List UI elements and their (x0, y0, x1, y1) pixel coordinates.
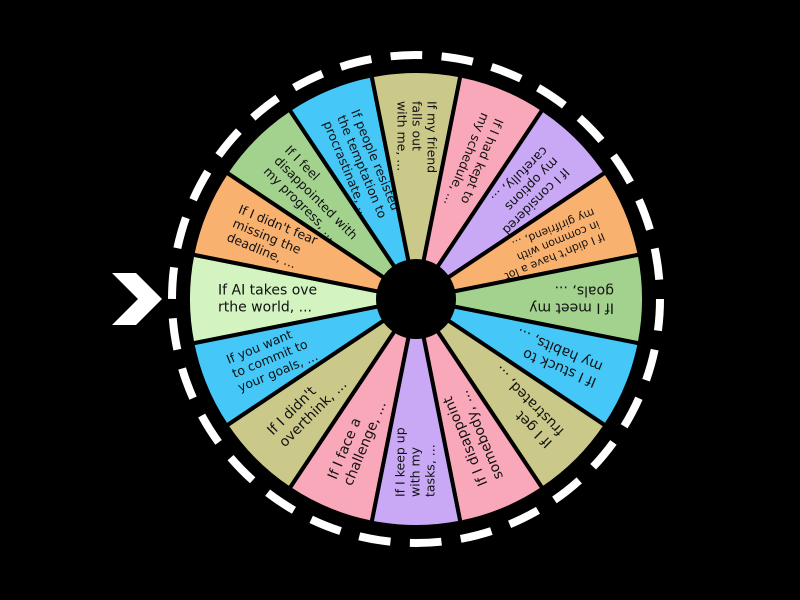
wheel-segment-label-line: If AI takes ove (218, 283, 317, 299)
wheel-segment-label-line: with me, ... (395, 101, 410, 171)
wheel-segment-label-line: If I keep up (393, 427, 408, 497)
wheel-segment[interactable]: If I didn'toverthink, ... (224, 297, 418, 491)
wheel-segment-label-line: If I meet my (529, 299, 614, 315)
pointer-arrow-icon (112, 273, 162, 325)
wheel-hub[interactable] (376, 259, 456, 339)
wheel-segment-label-line: If my friend (425, 101, 440, 173)
wheel-segment-label-line: falls out (410, 101, 425, 151)
wheel-rim (168, 51, 664, 547)
wheel-segment[interactable]: If I getfrustrated, ... (414, 297, 608, 491)
wheel-segment-label-line: tasks, ... (423, 444, 438, 497)
wheel-segment-label-line: with my (408, 446, 423, 497)
wheel-segment[interactable]: If I face achallenge, ... (287, 297, 418, 525)
wheel-segment-label-line: goals, ... (555, 283, 614, 299)
wheel-segment-fill (190, 297, 418, 428)
wheel-rim-dashes (168, 51, 664, 547)
wheel-segment-label-line: rthe world, ... (218, 299, 312, 315)
wheel-segment-label: If I meet mygoals, ... (529, 283, 614, 316)
